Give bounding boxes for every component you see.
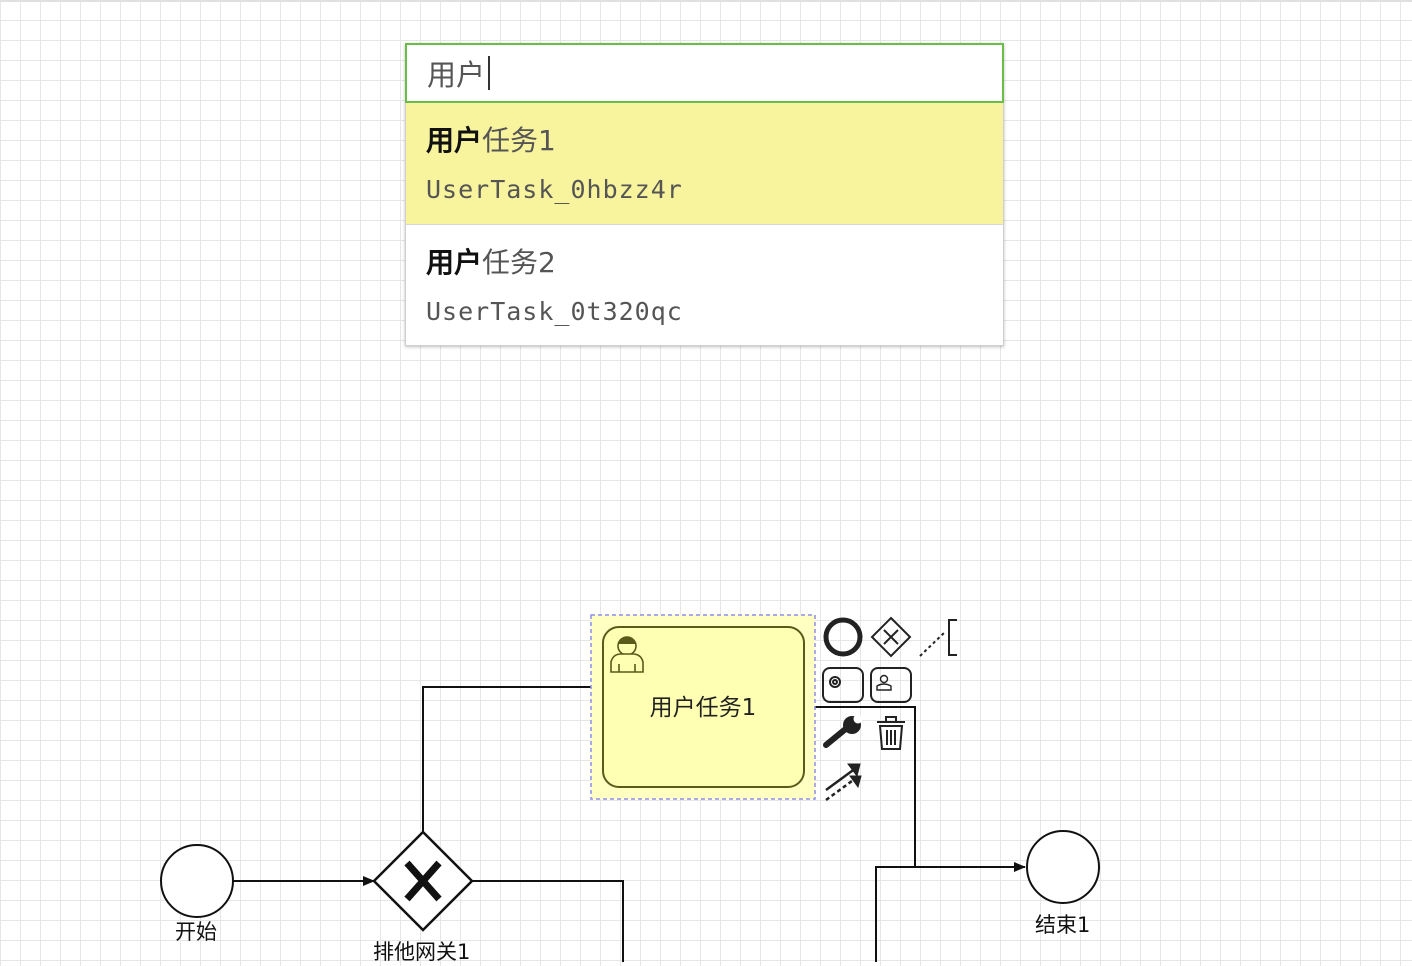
result-name: 用户任务1 bbox=[426, 103, 983, 159]
text-caret bbox=[488, 56, 490, 90]
start-event[interactable] bbox=[160, 844, 234, 918]
result-name-rest: 任务2 bbox=[482, 246, 556, 279]
result-match-highlight: 用户 bbox=[426, 124, 483, 157]
trash-icon[interactable] bbox=[877, 716, 905, 750]
search-result-item[interactable]: 用户任务1 UserTask_0hbzz4r bbox=[406, 103, 1003, 224]
user-task-label: 用户任务1 bbox=[649, 695, 757, 721]
end-event[interactable] bbox=[1026, 830, 1100, 904]
flow-gateway-down bbox=[472, 880, 624, 962]
exclusive-gateway-icon[interactable] bbox=[870, 616, 912, 658]
wrench-icon[interactable] bbox=[823, 714, 863, 748]
result-element-id: UserTask_0t320qc bbox=[426, 297, 683, 326]
connect-arrow-icon[interactable] bbox=[825, 763, 862, 802]
service-task-icon[interactable] bbox=[822, 667, 864, 703]
search-input[interactable]: 用户 bbox=[405, 43, 1004, 103]
flow-usertask-to-end bbox=[804, 706, 1026, 872]
search-result-item[interactable]: 用户任务2 UserTask_0t320qc bbox=[406, 224, 1003, 345]
end-event-label: 结束1 bbox=[1035, 913, 1091, 937]
result-name: 用户任务2 bbox=[426, 225, 983, 281]
result-element-id: UserTask_0hbzz4r bbox=[426, 175, 683, 204]
end-event-icon[interactable] bbox=[823, 617, 863, 657]
result-match-highlight: 用户 bbox=[426, 246, 483, 279]
user-icon bbox=[610, 636, 644, 673]
result-name-rest: 任务1 bbox=[482, 124, 556, 157]
text-annotation-icon[interactable] bbox=[919, 619, 957, 657]
context-pad bbox=[822, 616, 957, 802]
user-task[interactable] bbox=[602, 626, 805, 788]
flow-gateway-to-usertask bbox=[422, 682, 604, 833]
gateway-label: 排他网关1 bbox=[373, 940, 471, 964]
sequence-flows[interactable] bbox=[233, 682, 1026, 962]
user-task-icon[interactable] bbox=[870, 667, 912, 703]
start-event-label: 开始 bbox=[175, 920, 217, 944]
flow-lower-branch bbox=[875, 866, 915, 962]
canvas-top-border bbox=[0, 0, 1412, 2]
element-search-panel: 用户 用户任务1 UserTask_0hbzz4r 用户任务2 UserTask… bbox=[405, 43, 1004, 346]
exclusive-gateway[interactable] bbox=[372, 830, 474, 932]
search-query-text: 用户 bbox=[427, 58, 486, 92]
